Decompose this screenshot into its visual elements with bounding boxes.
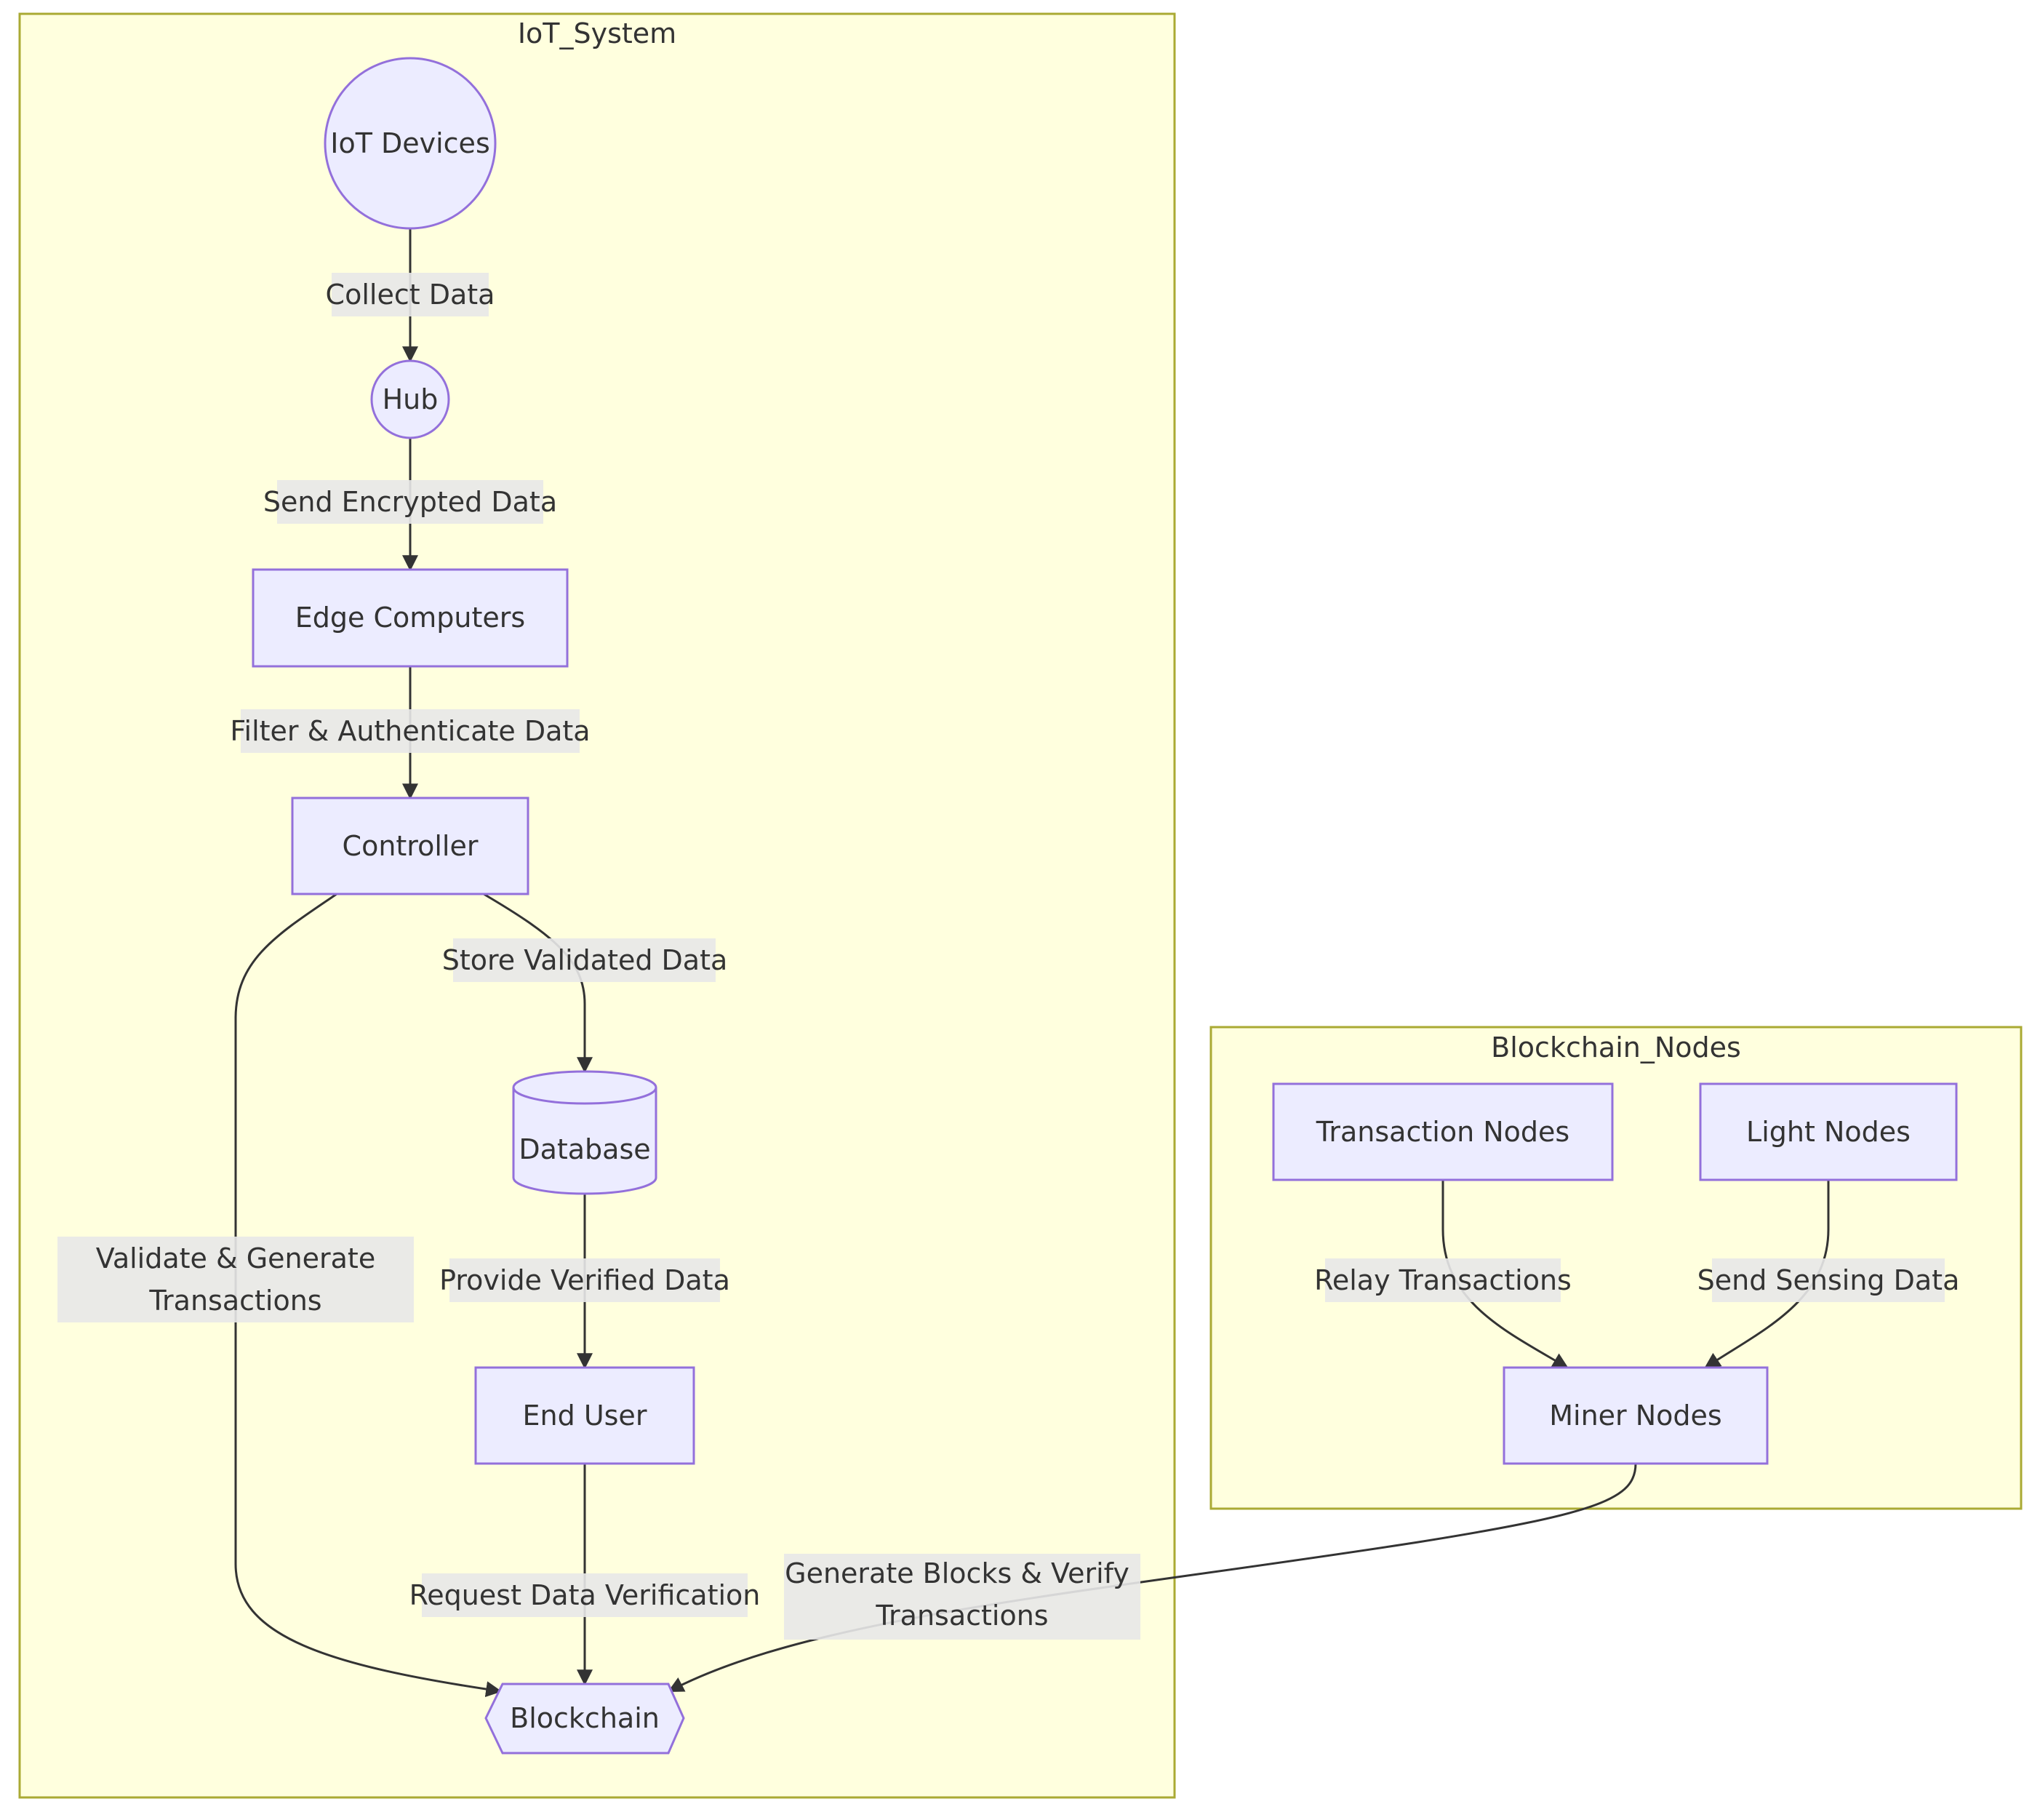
cluster-title: IoT_System (518, 17, 676, 49)
svg-text:Database: Database (519, 1133, 650, 1165)
edge-labels: Collect Data Send Encrypted Data Filter … (57, 273, 1959, 1640)
node-controller[interactable]: Controller (291, 797, 529, 895)
svg-text:Light Nodes: Light Nodes (1746, 1116, 1911, 1148)
svg-text:Transactions: Transactions (875, 1600, 1048, 1632)
svg-text:Miner Nodes: Miner Nodes (1549, 1400, 1721, 1432)
node-blockchain[interactable]: Blockchain (484, 1683, 685, 1755)
node-light-nodes[interactable]: Light Nodes (1699, 1082, 1958, 1181)
svg-text:Store Validated Data: Store Validated Data (442, 944, 728, 976)
svg-text:Filter & Authenticate Data: Filter & Authenticate Data (230, 715, 590, 747)
svg-text:Collect Data: Collect Data (326, 279, 495, 311)
svg-text:End User: End User (523, 1400, 647, 1432)
edge-label-provide-verified: Provide Verified Data (439, 1258, 730, 1302)
svg-text:Hub: Hub (383, 383, 439, 415)
svg-text:Controller: Controller (343, 830, 479, 862)
svg-text:Generate Blocks & Verify: Generate Blocks & Verify (785, 1557, 1129, 1589)
edge-label-generate-blocks: Generate Blocks & Verify Transactions (784, 1554, 1140, 1640)
svg-text:Relay Transactions: Relay Transactions (1314, 1264, 1572, 1296)
edge-relay-transactions (1441, 1180, 1569, 1369)
node-transaction-nodes[interactable]: Transaction Nodes (1272, 1082, 1614, 1181)
node-miner-nodes[interactable]: Miner Nodes (1503, 1366, 1769, 1465)
edge-send-sensing (1704, 1180, 1830, 1369)
svg-text:Provide Verified Data: Provide Verified Data (439, 1264, 730, 1296)
svg-text:Send Sensing Data: Send Sensing Data (1697, 1264, 1960, 1296)
edge-label-store-validated: Store Validated Data (442, 938, 728, 982)
node-edge-computers[interactable]: Edge Computers (252, 568, 569, 668)
edge-label-filter-authenticate: Filter & Authenticate Data (230, 709, 591, 753)
svg-text:Blockchain: Blockchain (510, 1702, 660, 1734)
edge-label-collect-data: Collect Data (326, 273, 495, 316)
svg-text:Edge Computers: Edge Computers (295, 602, 525, 634)
edge-label-send-encrypted-data: Send Encrypted Data (263, 480, 557, 524)
svg-text:Transactions: Transactions (148, 1285, 321, 1317)
edge-label-request-verification: Request Data Verification (409, 1573, 761, 1617)
node-iot-devices[interactable]: IoT Devices (324, 57, 497, 230)
svg-text:Send Encrypted Data: Send Encrypted Data (263, 486, 557, 518)
node-database[interactable]: Database (512, 1070, 657, 1195)
cluster-title: Blockchain_Nodes (1491, 1031, 1741, 1063)
edge-label-validate-generate: Validate & Generate Transactions (57, 1237, 414, 1322)
svg-text:Request Data Verification: Request Data Verification (409, 1579, 761, 1611)
edge-validate-generate (234, 893, 503, 1698)
node-hub[interactable]: Hub (370, 359, 450, 439)
svg-text:Transaction Nodes: Transaction Nodes (1316, 1116, 1569, 1148)
node-end-user[interactable]: End User (474, 1366, 695, 1465)
nodes: IoT Devices Hub Edge Computers Controlle… (252, 57, 1958, 1755)
edge-label-relay-transactions: Relay Transactions (1314, 1258, 1572, 1302)
cluster-iot-system: IoT_System (18, 12, 1176, 1799)
svg-text:IoT Devices: IoT Devices (330, 127, 490, 159)
edge-generate-blocks (668, 1463, 1637, 1693)
svg-text:Validate & Generate: Validate & Generate (96, 1242, 375, 1274)
edge-label-send-sensing: Send Sensing Data (1697, 1258, 1960, 1302)
